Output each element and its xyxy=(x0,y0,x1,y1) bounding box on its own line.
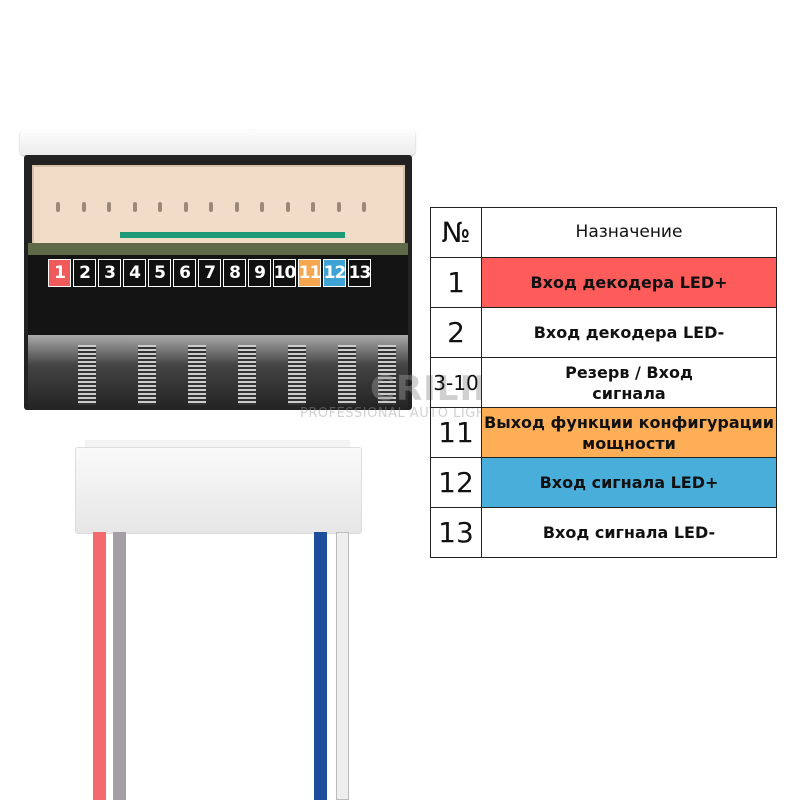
connector-pin xyxy=(362,202,366,212)
connector-socket xyxy=(32,165,405,245)
heatsink-fin xyxy=(288,345,306,405)
connector-pin xyxy=(336,202,341,212)
pin-number: 2 xyxy=(430,307,482,358)
connector-pin xyxy=(56,202,60,212)
heatsink-fin xyxy=(338,345,356,405)
header-desc: Назначение xyxy=(481,207,777,258)
pin-label: 2 xyxy=(73,259,96,287)
wire xyxy=(93,532,106,800)
pcb-strip xyxy=(120,232,345,238)
pin-number: 1 xyxy=(430,257,482,308)
header-num: № xyxy=(430,207,482,258)
heatsink-fin xyxy=(238,345,256,405)
pin-function: Вход сигнала LED- xyxy=(481,507,777,558)
connector-pin xyxy=(183,202,188,212)
wire xyxy=(113,532,126,800)
heatsink-fin xyxy=(138,345,156,405)
connector-pin xyxy=(158,202,162,212)
pin-label: 4 xyxy=(123,259,146,287)
pin-label: 6 xyxy=(173,259,196,287)
pin-label: 7 xyxy=(198,259,221,287)
pin-function: Вход сигнала LED+ xyxy=(481,457,777,508)
connector-pin xyxy=(209,202,213,212)
connector-pin xyxy=(81,202,86,212)
pin-label: 1 xyxy=(48,259,71,287)
pin-function: Вход декодера LED+ xyxy=(481,257,777,308)
plug-latch xyxy=(85,440,350,450)
heatsink-fin xyxy=(78,345,96,405)
pcb-edge xyxy=(28,243,408,255)
pin-label: 13 xyxy=(348,259,371,287)
heatsink xyxy=(28,335,408,410)
pin-label: 10 xyxy=(273,259,296,287)
wire xyxy=(336,532,349,800)
heatsink-fin xyxy=(378,345,396,405)
connector-pin xyxy=(311,202,315,212)
connector-pin xyxy=(260,202,264,212)
pin-label: 3 xyxy=(98,259,121,287)
connector-pin xyxy=(234,202,239,212)
pin-label: 8 xyxy=(223,259,246,287)
pin-function: Вход декодера LED- xyxy=(481,307,777,358)
pin-number: 12 xyxy=(430,457,482,508)
heatsink-fin xyxy=(188,345,206,405)
connector-pin xyxy=(285,202,290,212)
pin-label: 12 xyxy=(323,259,346,287)
pin-number: 13 xyxy=(430,507,482,558)
pin-function: Резерв / Вход сигнала xyxy=(481,357,777,408)
pin-function: Выход функции конфигурации мощности xyxy=(481,407,777,458)
connector-pin xyxy=(107,202,111,212)
pin-label: 11 xyxy=(298,259,321,287)
pin-number: 3-10 xyxy=(430,357,482,408)
pin-number: 11 xyxy=(430,407,482,458)
connector-pin xyxy=(132,202,137,212)
wire xyxy=(314,532,327,800)
wire-plug xyxy=(75,447,362,534)
module-top-cover xyxy=(20,130,415,155)
pin-label: 5 xyxy=(148,259,171,287)
pin-label: 9 xyxy=(248,259,271,287)
table-header-row: № Назначение xyxy=(430,207,777,258)
